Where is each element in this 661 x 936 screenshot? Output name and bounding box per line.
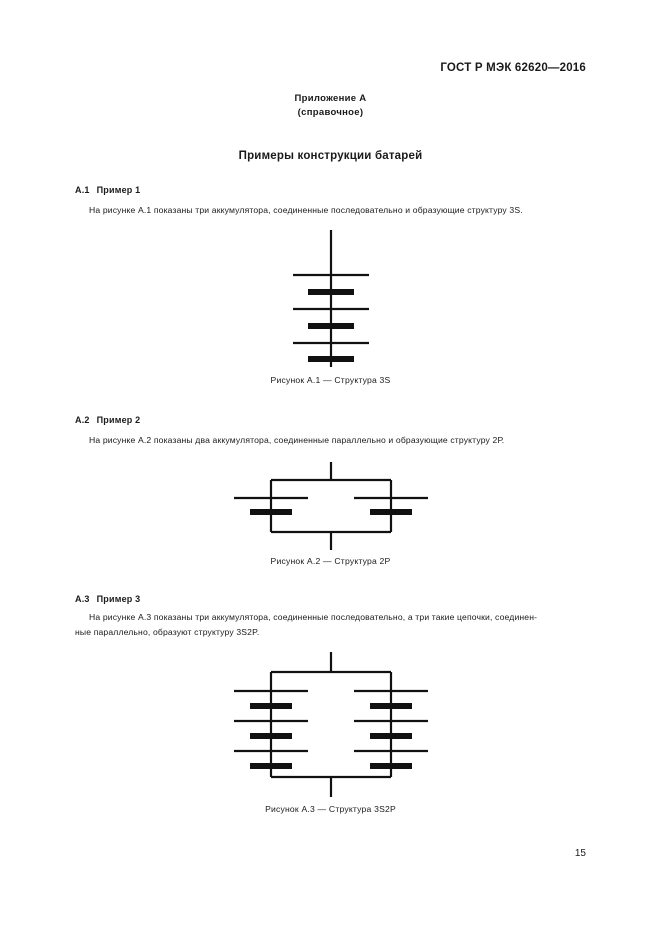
figure-caption-a3: Рисунок А.3 — Структура 3S2P [265,804,396,814]
section-paragraph-a3-line1: На рисунке А.3 показаны три аккумулятора… [89,612,538,622]
annex-heading-block: Приложение А (справочное) [0,92,661,120]
section-number-a3: А.3 [75,594,90,604]
document-standard-header: ГОСТ Р МЭК 62620—2016 [440,62,586,74]
battery-series-diagram [292,230,369,367]
section-title-a1: Пример 1 [96,185,141,195]
annex-main-heading: Примеры конструкции батарей [238,150,423,162]
page-number: 15 [574,848,586,859]
section-title-a3: Пример 3 [96,594,141,604]
battery-parallel-diagram [233,462,428,550]
figure-a2-parallel-2p [0,462,661,550]
figure-a3-series-parallel-3s2p [0,652,661,797]
section-heading-a2: А.2 Пример 2 [75,415,140,425]
section-title-a2: Пример 2 [96,415,141,425]
battery-series-parallel-diagram [233,652,428,797]
section-heading-a3: А.3 Пример 3 [75,594,140,604]
section-body-a1: На рисунке А.1 показаны три аккумулятора… [75,203,587,218]
section-number-a2: А.2 [75,415,90,425]
section-heading-a1: А.1 Пример 1 [75,185,140,195]
figure-caption-a2: Рисунок А.2 — Структура 2Р [270,556,391,566]
section-paragraph-a1: На рисунке А.1 показаны три аккумулятора… [89,205,523,215]
section-number-a1: А.1 [75,185,90,195]
section-body-a3: На рисунке А.3 показаны три аккумулятора… [75,610,587,640]
section-paragraph-a3-line2: ные параллельно, образуют структуру 3S2P… [75,627,260,637]
section-body-a2: На рисунке А.2 показаны два аккумулятора… [75,433,587,448]
annex-title: Приложение А [294,93,367,104]
section-paragraph-a2: На рисунке А.2 показаны два аккумулятора… [89,435,505,445]
annex-subtitle: (справочное) [297,107,364,118]
figure-caption-a1: Рисунок А.1 — Структура 3S [270,375,391,385]
figure-a1-series-3s [0,228,661,368]
